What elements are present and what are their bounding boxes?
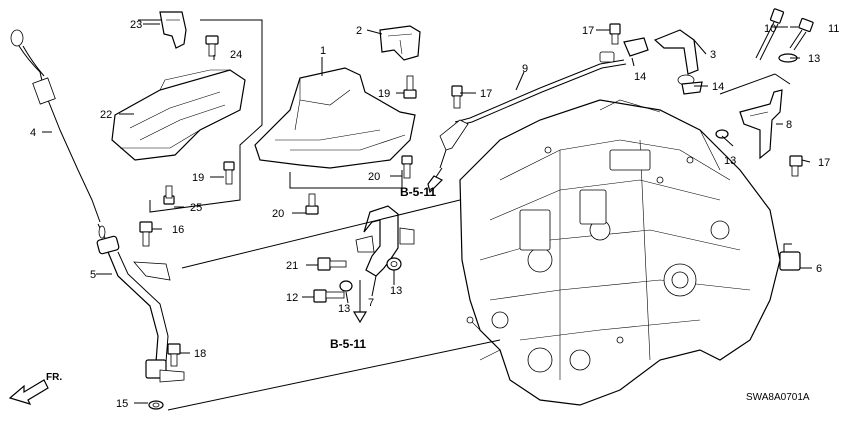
shield-group-outline xyxy=(289,170,403,189)
callout-19a: 19 xyxy=(378,88,390,100)
bolt-12[interactable] xyxy=(313,289,345,303)
bolt-11[interactable] xyxy=(789,17,814,51)
callout-2: 2 xyxy=(356,25,362,37)
callout-23: 23 xyxy=(130,19,142,31)
callout-3: 3 xyxy=(710,49,716,61)
callout-6: 6 xyxy=(816,263,822,275)
callout-19b: 19 xyxy=(192,172,204,184)
bracket-2[interactable] xyxy=(379,25,421,61)
transmission-housing[interactable] xyxy=(459,99,781,406)
callout-20b: 20 xyxy=(272,208,284,220)
bolt-20-bottom[interactable] xyxy=(305,193,319,215)
callout-4: 4 xyxy=(30,127,36,139)
plug-6[interactable] xyxy=(779,243,801,271)
bolt-25[interactable] xyxy=(163,185,175,205)
callout-5: 5 xyxy=(90,269,96,281)
bracket-group-outline xyxy=(138,19,263,213)
bolt-19-center[interactable] xyxy=(403,75,417,99)
callout-16: 16 xyxy=(172,224,184,236)
bolt-21[interactable] xyxy=(317,257,347,271)
bolt-19-left[interactable] xyxy=(223,161,235,185)
fitting-b511 xyxy=(352,280,368,324)
ref-b511-bottom: B-5-11 xyxy=(330,337,366,351)
callout-25: 25 xyxy=(190,202,202,214)
callout-12: 12 xyxy=(286,292,298,304)
callout-1: 1 xyxy=(320,45,326,57)
fr-label: FR. xyxy=(46,372,62,383)
callout-15: 15 xyxy=(116,398,128,410)
bracket-8[interactable] xyxy=(739,89,783,160)
bolt-24[interactable] xyxy=(205,35,219,57)
clip-17-top[interactable] xyxy=(609,23,621,45)
callout-20a: 20 xyxy=(368,171,380,183)
bolt-20-right[interactable] xyxy=(401,155,413,179)
callout-14b: 14 xyxy=(712,81,724,93)
callout-13b: 13 xyxy=(724,155,736,167)
callout-13c: 13 xyxy=(338,303,350,315)
clip-14-top[interactable] xyxy=(623,37,649,57)
atf-pipe-9[interactable] xyxy=(427,51,627,194)
callout-13a: 13 xyxy=(808,53,820,65)
callout-17c: 17 xyxy=(818,157,830,169)
bracket-cover-22[interactable] xyxy=(111,69,246,161)
callout-17a: 17 xyxy=(582,25,594,37)
leader-lines xyxy=(42,23,812,411)
callout-labels: 1 2 3 4 5 6 7 8 9 10 11 12 13 13 13 13 1… xyxy=(30,19,839,410)
callout-7: 7 xyxy=(368,297,374,309)
callout-24: 24 xyxy=(230,49,242,61)
callout-8: 8 xyxy=(786,119,792,131)
bolt-17-right[interactable] xyxy=(789,155,803,177)
hose-3[interactable] xyxy=(653,29,699,86)
bolt-18[interactable] xyxy=(167,343,181,367)
washer-13-right[interactable] xyxy=(715,129,729,139)
callout-14a: 14 xyxy=(634,71,646,83)
ref-b511-top: B-5-11 xyxy=(400,185,436,199)
callout-17b: 17 xyxy=(480,88,492,100)
clip-14-right[interactable] xyxy=(681,81,703,95)
callout-21: 21 xyxy=(286,260,298,272)
dipstick[interactable] xyxy=(10,29,106,239)
clip-23[interactable] xyxy=(159,11,187,49)
callout-10: 10 xyxy=(764,23,776,35)
bolt-16[interactable] xyxy=(139,221,153,247)
callout-13d: 13 xyxy=(390,285,402,297)
diagram-code: SWA8A0701A xyxy=(746,392,810,403)
front-direction-arrow xyxy=(8,379,49,405)
hose-7[interactable] xyxy=(355,205,415,277)
bolt-17-center[interactable] xyxy=(451,85,463,109)
callout-18: 18 xyxy=(194,348,206,360)
bolt-10[interactable] xyxy=(755,8,785,61)
callout-9: 9 xyxy=(522,63,528,75)
washer-13-hose-left[interactable] xyxy=(339,280,353,292)
callout-11: 11 xyxy=(828,23,839,35)
o-ring-15[interactable] xyxy=(148,400,164,410)
shield-1[interactable] xyxy=(254,67,416,169)
callout-22: 22 xyxy=(100,109,112,121)
dipstick-pipe[interactable] xyxy=(96,235,185,383)
washer-13-hose-right[interactable] xyxy=(386,257,402,271)
